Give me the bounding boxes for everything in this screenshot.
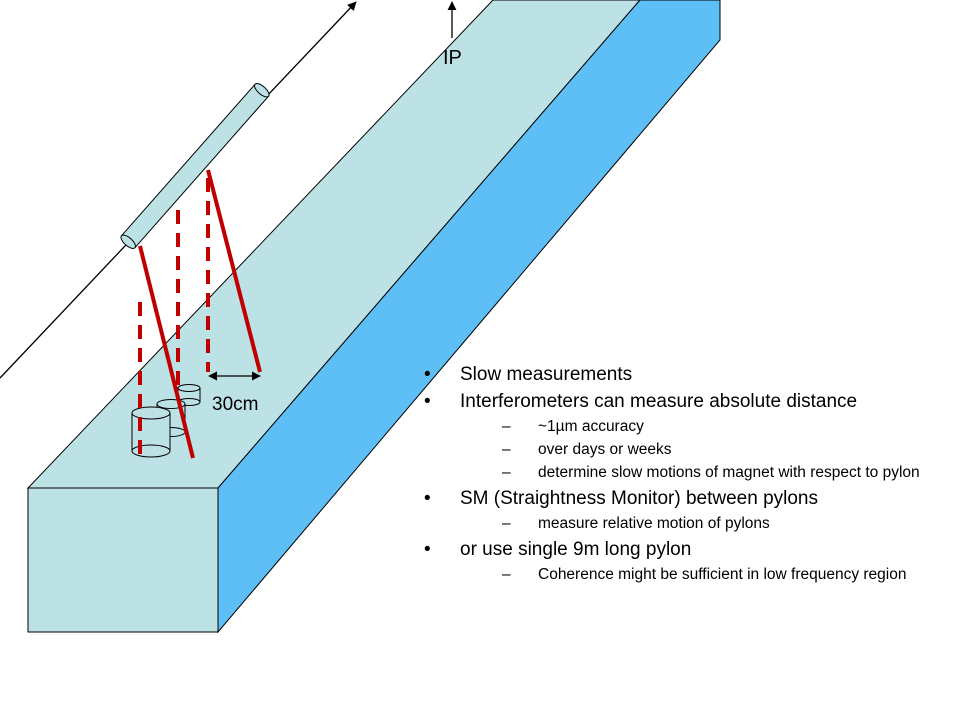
bullet-text: Slow measurements	[460, 364, 633, 385]
sub-bullet-text: ~1µm accuracy	[538, 418, 644, 435]
slanted-line	[206, 169, 262, 373]
sensor-cylinder-large	[131, 406, 171, 458]
dash-marker: –	[502, 515, 511, 532]
bullet-list: • Slow measurements • Interferometers ca…	[424, 364, 924, 590]
bullet-text: Interferometers can measure absolute dis…	[460, 391, 858, 412]
sub-bullet-item: – ~1µm accuracy	[460, 418, 924, 436]
bullet-marker: •	[424, 539, 431, 560]
dash-marker: –	[502, 441, 511, 458]
bullet-text: SM (Straightness Monitor) between pylons	[460, 488, 818, 509]
sub-bullet-text: determine slow motions of magnet with re…	[538, 464, 920, 481]
beam-pipe	[120, 83, 270, 249]
pylon	[26, 0, 721, 634]
bullet-marker: •	[424, 391, 431, 412]
dash-marker: –	[502, 464, 511, 481]
ip-label: IP	[443, 47, 462, 69]
sub-bullet-text: measure relative motion of pylons	[538, 515, 770, 532]
sub-bullet-list: – ~1µm accuracy – over days or weeks – d…	[460, 418, 924, 482]
sub-bullet-list: – measure relative motion of pylons	[460, 515, 924, 533]
sub-bullet-item: – over days or weeks	[460, 441, 924, 459]
sub-bullet-item: – determine slow motions of magnet with …	[460, 464, 924, 482]
distance-label: 30cm	[212, 394, 258, 415]
sub-bullet-list: – Coherence might be sufficient in low f…	[460, 566, 924, 584]
bullet-item: • SM (Straightness Monitor) between pylo…	[424, 488, 924, 533]
dash-marker: –	[502, 566, 511, 583]
sub-bullet-text: Coherence might be sufficient in low fre…	[538, 566, 907, 583]
bullet-item: • Interferometers can measure absolute d…	[424, 391, 924, 482]
sub-bullet-item: – Coherence might be sufficient in low f…	[460, 566, 924, 584]
bullet-item: • or use single 9m long pylon – Coherenc…	[424, 539, 924, 584]
slanted-line	[138, 245, 195, 459]
bullet-marker: •	[424, 364, 431, 385]
sub-bullet-text: over days or weeks	[538, 441, 672, 458]
dash-marker: –	[502, 418, 511, 435]
interferometer-lines	[138, 169, 262, 459]
bullet-text: or use single 9m long pylon	[460, 539, 692, 560]
bullet-item: • Slow measurements	[424, 364, 924, 385]
bullet-marker: •	[424, 488, 431, 509]
sub-bullet-item: – measure relative motion of pylons	[460, 515, 924, 533]
pylon-front-face	[27, 487, 219, 633]
